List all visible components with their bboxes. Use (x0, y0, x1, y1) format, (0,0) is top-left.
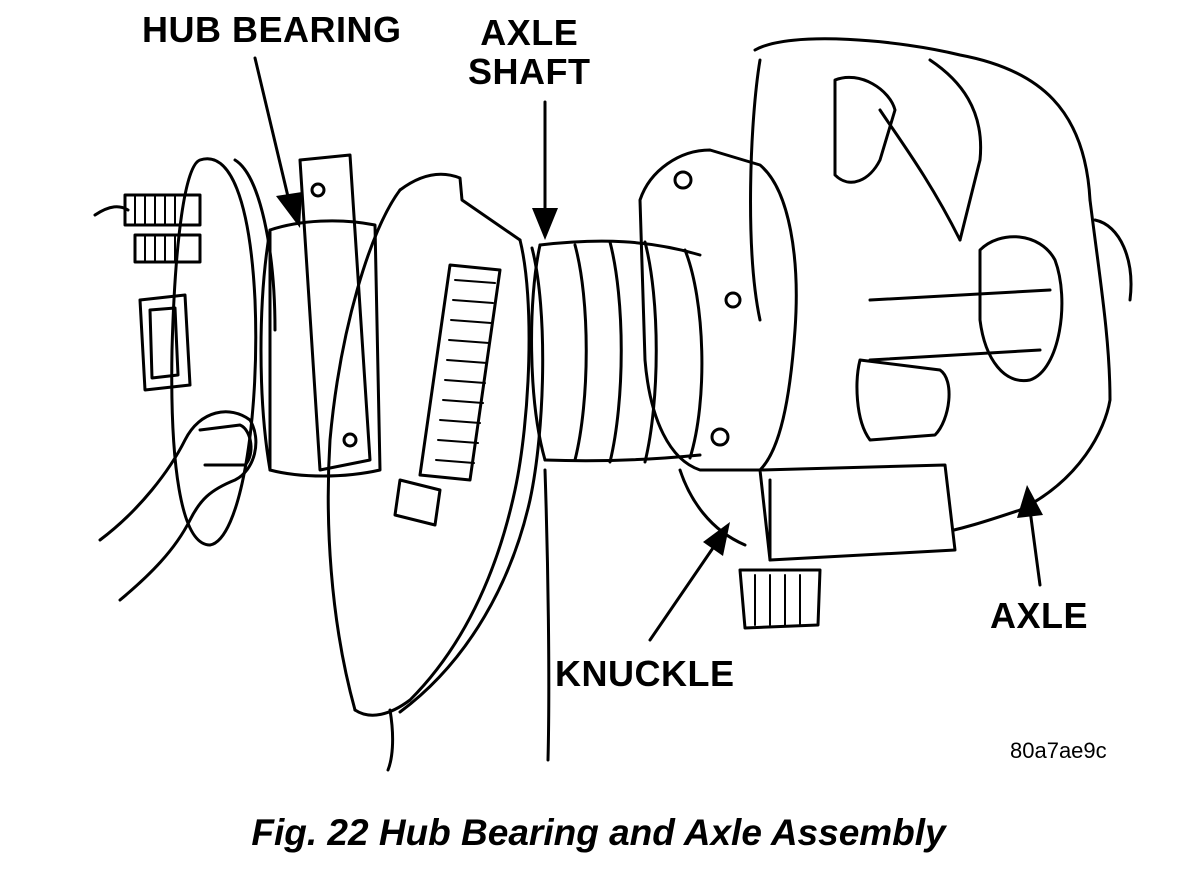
knuckle-arrow-line (648, 543, 717, 642)
hub-bearing-arrow-line (253, 56, 292, 207)
hand (93, 205, 258, 602)
wheel-studs (123, 193, 202, 392)
rotor-plate (326, 172, 551, 772)
axle-shaft-part (530, 239, 704, 464)
knuckle-label: KNUCKLE (555, 653, 735, 694)
axle-arrow-line (1028, 508, 1042, 587)
axle-label: AXLE (990, 595, 1089, 636)
axle-shaft-label: AXLE SHAFT (468, 12, 591, 92)
axle-shaft-arrow-head (532, 208, 558, 240)
axle-shaft-label-line2: SHAFT (468, 50, 591, 92)
hub-bearing-arrow-head (276, 192, 302, 228)
figure-caption: Fig. 22 Hub Bearing and Axle Assembly (251, 812, 946, 853)
knuckle-arrow-head (703, 522, 730, 556)
axle-housing (749, 37, 1133, 537)
hub-bearing-part (170, 153, 382, 547)
knuckle-part (638, 148, 957, 630)
axle-shaft-label-line1: AXLE (480, 12, 579, 53)
hub-bearing-label: HUB BEARING (142, 9, 402, 50)
leader-arrows (253, 56, 1043, 642)
axle-arrow-head (1017, 485, 1043, 518)
figure-code: 80a7ae9c (1010, 738, 1107, 763)
